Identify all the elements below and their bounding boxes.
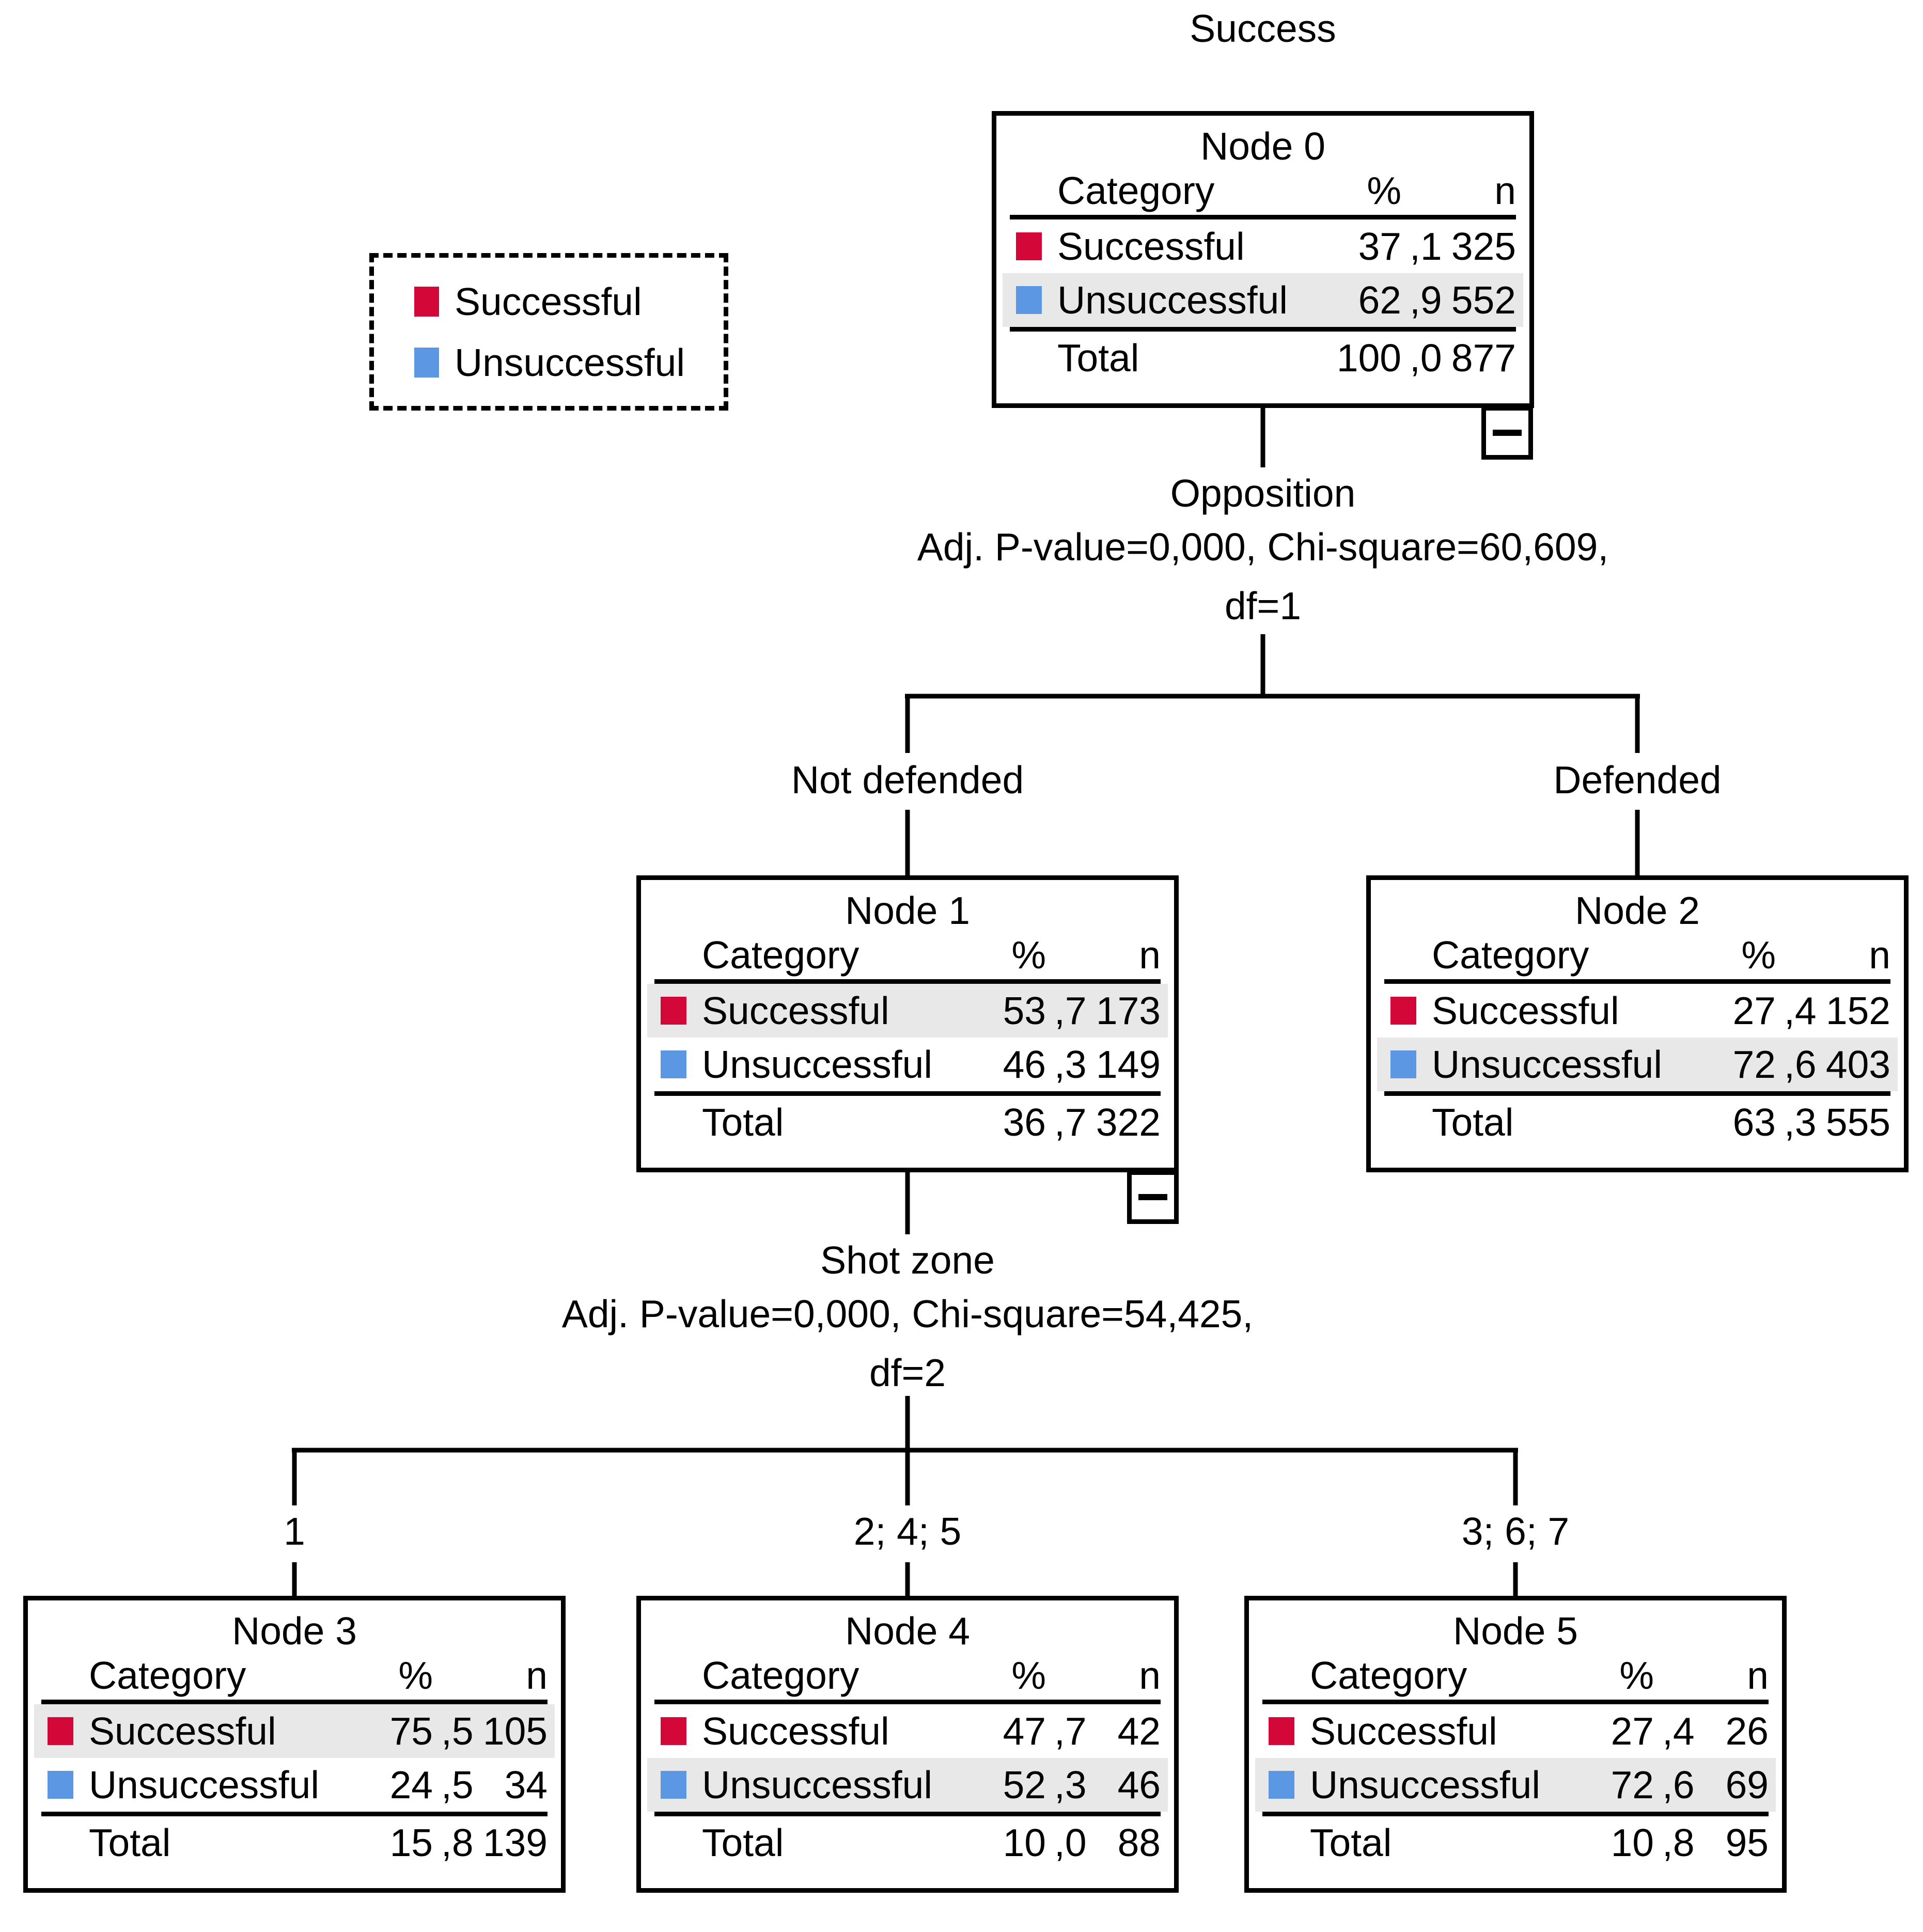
table-divider [654,979,1161,984]
table-row: Successful 53,7 173 [647,984,1168,1038]
unsuccessful-swatch-icon [414,347,439,378]
unsuccessful-swatch-icon [1269,1771,1294,1799]
table-divider [654,1091,1161,1096]
split-variable: Shot zone [820,1238,995,1282]
minus-icon [1138,1194,1167,1200]
legend-label: Unsuccessful [455,340,685,384]
node-3-box: Node 3 Category % n Successful 75,5 105 … [23,1596,566,1893]
table-row: Successful 75,5 105 [34,1704,555,1758]
unsuccessful-swatch-icon [661,1050,686,1078]
table-divider [654,1812,1161,1816]
node-1-collapse-button[interactable] [1127,1170,1179,1224]
unsuccessful-swatch-icon [661,1771,686,1799]
split-stats: Adj. P-value=0,000, Chi-square=60,609, [917,525,1609,569]
successful-swatch-icon [661,997,686,1025]
table-divider [1262,1812,1769,1816]
branch-label-2-4-5: 2; 4; 5 [853,1510,962,1553]
successful-swatch-icon [48,1717,73,1745]
node-2-box: Node 2 Category % n Successful 27,4 152 … [1366,875,1909,1172]
table-row: Unsuccessful 52,3 46 [647,1758,1168,1812]
unsuccessful-swatch-icon [1390,1050,1416,1078]
table-divider [1384,1091,1890,1096]
node-5-box: Node 5 Category % n Successful 27,4 26 U… [1244,1596,1787,1893]
split-shot-zone: Shot zone Adj. P-value=0,000, Chi-square… [494,1233,1321,1400]
minus-icon [1493,430,1522,436]
node-1-box: Node 1 Category % n Successful 53,7 173 … [636,875,1179,1172]
branch-label-1: 1 [284,1510,305,1553]
table-row: Successful 27,4 26 [1255,1704,1776,1758]
legend-item-successful: Successful [414,279,724,324]
table-row: Unsuccessful 24,5 34 [34,1758,555,1812]
table-divider [1010,215,1516,219]
node-title: Node 5 [1453,1609,1578,1653]
page-title: Success [1190,7,1336,50]
branch-label-defended: Defended [1553,758,1722,802]
node-title: Node 3 [232,1609,357,1653]
legend: Successful Unsuccessful [369,253,728,411]
node-4-box: Node 4 Category % n Successful 47,7 42 U… [636,1596,1179,1893]
total-row: Total 100,0 877 [1057,336,1516,380]
table-row: Successful 37,1 325 [1003,219,1523,273]
node-title: Node 4 [845,1609,970,1653]
table-divider [41,1812,548,1816]
node-table-header: Category % n [702,1654,1161,1697]
table-row: Unsuccessful 72,6 69 [1255,1758,1776,1812]
legend-label: Successful [455,279,642,323]
total-row: Total 63,3 555 [1432,1101,1890,1144]
split-stats: Adj. P-value=0,000, Chi-square=54,425, [561,1292,1254,1336]
split-opposition: Opposition Adj. P-value=0,000, Chi-squar… [850,466,1676,633]
successful-swatch-icon [1390,997,1416,1025]
table-divider [1384,979,1890,984]
table-divider [1010,327,1516,332]
table-divider [1262,1700,1769,1704]
node-table-header: Category % n [1057,169,1516,212]
table-divider [654,1700,1161,1704]
branch-label-3-6-7: 3; 6; 7 [1461,1510,1570,1553]
node-title: Node 0 [1200,124,1325,168]
table-row: Unsuccessful 62,9 552 [1003,273,1523,327]
split-df: df=2 [869,1351,946,1394]
table-row: Successful 47,7 42 [647,1704,1168,1758]
table-row: Successful 27,4 152 [1377,984,1898,1038]
node-0-collapse-button[interactable] [1481,406,1533,460]
successful-swatch-icon [1016,232,1042,260]
node-table-header: Category % n [702,933,1161,977]
legend-item-unsuccessful: Unsuccessful [414,340,724,385]
node-title: Node 1 [845,889,970,932]
total-row: Total 10,8 95 [1310,1821,1769,1864]
node-0-box: Node 0 Category % n Successful 37,1 325 … [992,111,1534,408]
table-row: Unsuccessful 72,6 403 [1377,1038,1898,1091]
unsuccessful-swatch-icon [48,1771,73,1799]
split-variable: Opposition [1170,472,1356,515]
successful-swatch-icon [414,286,439,317]
unsuccessful-swatch-icon [1016,286,1042,314]
node-table-header: Category % n [1310,1654,1769,1697]
total-row: Total 15,8 139 [89,1821,548,1864]
node-table-header: Category % n [89,1654,548,1697]
successful-swatch-icon [661,1717,686,1745]
split-df: df=1 [1224,584,1302,627]
table-row: Unsuccessful 46,3 149 [647,1038,1168,1091]
successful-swatch-icon [1269,1717,1294,1745]
node-table-header: Category % n [1432,933,1890,977]
table-divider [41,1700,548,1704]
total-row: Total 36,7 322 [702,1101,1161,1144]
branch-label-not-defended: Not defended [791,758,1024,802]
total-row: Total 10,0 88 [702,1821,1161,1864]
node-title: Node 2 [1575,889,1700,932]
